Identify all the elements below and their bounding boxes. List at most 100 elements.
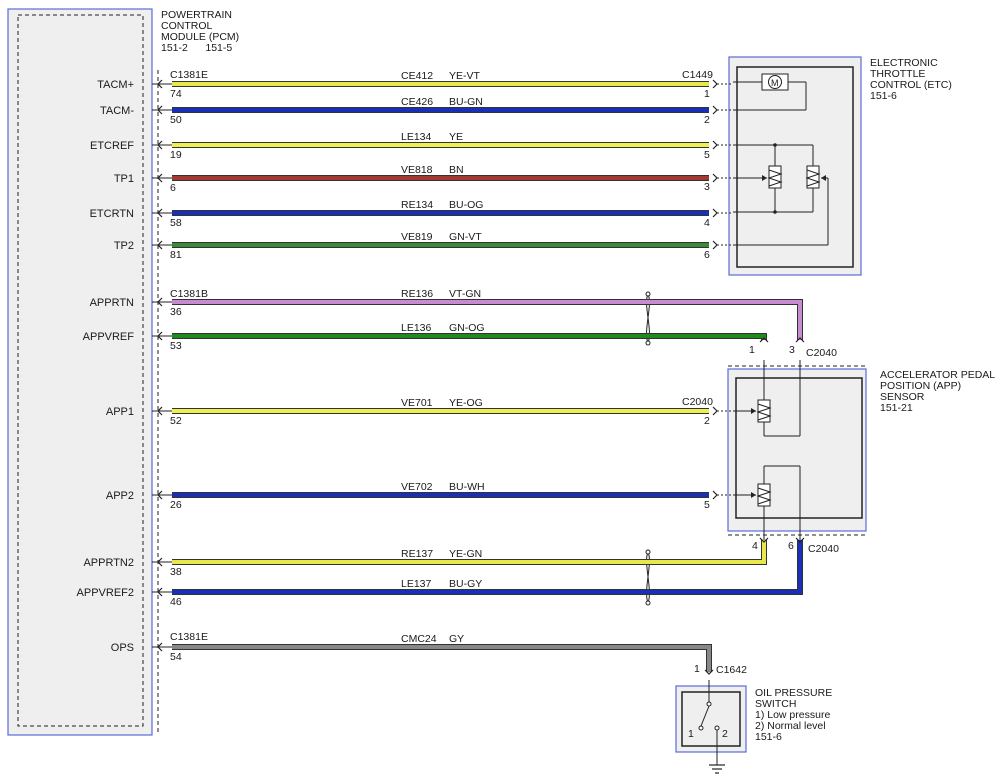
- pcm-pin-number: 81: [170, 249, 182, 261]
- pcm-outer-box: [7, 8, 153, 736]
- etc-title-line-1: ELECTRONIC: [870, 57, 938, 69]
- ops-title-line-1: OIL PRESSURE: [755, 687, 832, 699]
- app-ref: 151-21: [880, 402, 913, 414]
- ground-icon: [709, 764, 725, 774]
- pcm-pin-number: 53: [170, 340, 182, 352]
- wire-etcref: ETCREF 19 LE134 YE 5: [90, 131, 733, 161]
- signal-label: TP1: [114, 173, 134, 185]
- ops-switch-module: OIL PRESSURE SWITCH 1) Low pressure 2) N…: [675, 680, 832, 774]
- signal-label: APP2: [106, 490, 134, 502]
- etc-title-line-2: THROTTLE: [870, 68, 925, 80]
- wire-color-code: VT-GN: [449, 288, 481, 300]
- wire-core: [172, 334, 766, 340]
- wire-core: [172, 645, 711, 672]
- circuit-number: RE136: [401, 288, 433, 300]
- connector-chevron-icon: [157, 105, 163, 115]
- wire-outline: [172, 540, 803, 595]
- wire-color-code: YE: [449, 131, 463, 143]
- ops-title-line-2: SWITCH: [755, 698, 796, 710]
- connector-chevron-icon: [157, 642, 163, 652]
- pcm-pin-number: 74: [170, 88, 182, 100]
- circuit-number: CE412: [401, 70, 433, 82]
- wire-color-code: YE-VT: [449, 70, 481, 82]
- pcm-pin-number: 26: [170, 499, 182, 511]
- signal-label: ETCRTN: [90, 208, 134, 220]
- wire-apprtn2: APPRTN2 38 RE137 YE-GN 4: [83, 537, 769, 578]
- connector-chevron-icon: [712, 173, 718, 183]
- circuit-number: VE818: [401, 164, 433, 176]
- wire-color-code: YE-GN: [449, 548, 482, 560]
- circuit-number: VE702: [401, 481, 433, 493]
- wire-color-code: BU-GN: [449, 96, 483, 108]
- signal-label: APPVREF: [83, 331, 135, 343]
- connector-labels: C1381E C1449 C1381B C2040 C2040 C2040 C1…: [170, 69, 839, 676]
- far-pin-number: 3: [704, 181, 710, 193]
- app-title-line-2: POSITION (APP): [880, 380, 961, 392]
- connector-chevron-icon: [704, 669, 714, 675]
- wire-color-code: BU-GY: [449, 578, 482, 590]
- signal-label: APPRTN2: [83, 557, 134, 569]
- pcm-refs: 151-2 151-5: [161, 42, 232, 54]
- wire-color-code: GY: [449, 633, 464, 645]
- connector-chevron-icon: [795, 537, 805, 543]
- circuit-number: RE134: [401, 199, 433, 211]
- circuit-number: RE137: [401, 548, 433, 560]
- circuit-number: LE134: [401, 131, 432, 143]
- far-pin-number: 5: [704, 149, 710, 161]
- pcm-title-line-3: MODULE (PCM): [161, 31, 239, 43]
- connector-chevron-icon: [759, 337, 769, 343]
- connector-chevron-icon: [712, 208, 718, 218]
- signal-label: APP1: [106, 406, 134, 418]
- wire-tacm+: TACM+ 74 CE412 YE-VT 1: [97, 70, 733, 100]
- connector-c1381e-bottom: C1381E: [170, 631, 208, 643]
- ops-note-2: 2) Normal level: [755, 720, 826, 732]
- connector-chevron-icon: [712, 105, 718, 115]
- far-pin-number: 2: [704, 114, 710, 126]
- connector-chevron-icon: [157, 297, 163, 307]
- ops-switch-contact-icon: [700, 705, 710, 727]
- motor-circle: [768, 75, 782, 89]
- pcm-pin-number: 19: [170, 149, 182, 161]
- pcm-inner-dashed-box: [17, 14, 144, 727]
- wire-core: [172, 540, 802, 594]
- ops-note-1: 1) Low pressure: [755, 709, 830, 721]
- connector-c2040-app1: C2040: [682, 396, 713, 408]
- connector-c1449: C1449: [682, 69, 713, 81]
- connector-chevron-icon: [712, 140, 718, 150]
- connector-c1381e-top: C1381E: [170, 69, 208, 81]
- etc-ref: 151-6: [870, 90, 897, 102]
- circuit-number: VE819: [401, 231, 433, 243]
- app-sensor-module: ACCELERATOR PEDAL POSITION (APP) SENSOR …: [727, 360, 995, 540]
- connector-c1381b: C1381B: [170, 288, 208, 300]
- far-pin-number: 6: [788, 540, 794, 552]
- pcm-pin-number: 36: [170, 306, 182, 318]
- signal-label: TP2: [114, 240, 134, 252]
- signal-label: TACM+: [97, 79, 134, 91]
- connector-chevron-icon: [157, 490, 163, 500]
- connector-c2040-bottom: C2040: [808, 543, 839, 555]
- far-pin-number: 4: [752, 540, 758, 552]
- signal-label: ETCREF: [90, 140, 134, 152]
- ops-pin-1: 1: [688, 728, 694, 740]
- far-pin-number: 2: [704, 415, 710, 427]
- pcm-pin-number: 38: [170, 566, 182, 578]
- signal-label: APPVREF2: [77, 587, 134, 599]
- connector-chevron-icon: [712, 406, 718, 416]
- signal-label: OPS: [111, 642, 134, 654]
- connector-chevron-icon: [712, 240, 718, 250]
- ops-inner-box: [681, 691, 741, 747]
- ops-pin-2: 2: [722, 728, 728, 740]
- circuit-number: CE426: [401, 96, 433, 108]
- connector-chevron-icon: [157, 173, 163, 183]
- signal-label: TACM-: [100, 105, 134, 117]
- far-pin-number: 1: [704, 88, 710, 100]
